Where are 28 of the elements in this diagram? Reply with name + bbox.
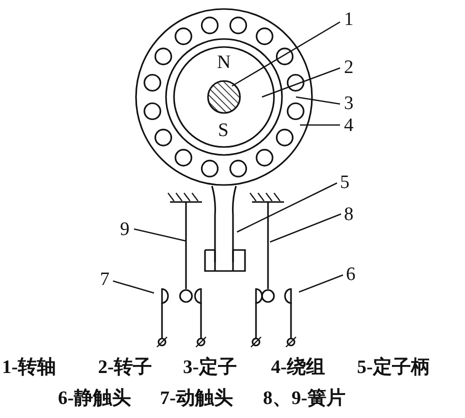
leader-line — [270, 213, 342, 243]
callout-number: 7 — [100, 270, 110, 289]
leader-line — [296, 96, 340, 105]
callout-number: 8 — [344, 205, 354, 224]
leader-line — [134, 228, 186, 242]
leader-line — [112, 280, 154, 294]
legend-item: 3-定子 — [183, 358, 237, 377]
callout-number: 9 — [120, 220, 130, 239]
legend-item: 4-绕组 — [271, 358, 325, 377]
leader-line — [232, 21, 340, 87]
legend-item: 7-动触头 — [160, 389, 233, 408]
leader-line — [298, 274, 344, 293]
pole-label: N — [217, 53, 231, 72]
legend-item: 5-定子柄 — [357, 358, 430, 377]
pole-label: S — [218, 121, 229, 140]
legend-item: 6-静触头 — [58, 389, 131, 408]
legend-item: 8、9-簧片 — [263, 389, 346, 408]
callout-number: 4 — [344, 116, 354, 135]
callout-number: 5 — [340, 173, 350, 192]
legend-item: 1-转轴 — [2, 358, 56, 377]
leader-line — [300, 124, 340, 126]
callout-number: 1 — [344, 10, 354, 29]
callout-number: 2 — [344, 58, 354, 77]
leader-line — [236, 182, 338, 233]
legend-item: 2-转子 — [98, 358, 152, 377]
callout-number: 6 — [346, 265, 356, 284]
leader-line — [262, 67, 340, 98]
callout-number: 3 — [344, 94, 354, 113]
